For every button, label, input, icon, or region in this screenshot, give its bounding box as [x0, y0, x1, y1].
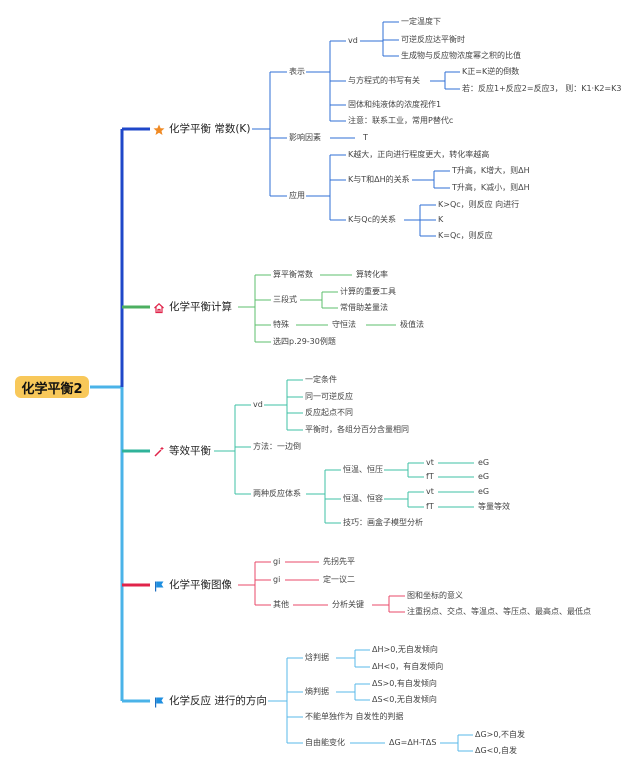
node-gi-1[interactable]: gi [273, 557, 281, 566]
node-ds-negative[interactable]: ΔS<0,无自发倾向 [372, 695, 437, 704]
node-same-percentage[interactable]: 平衡时，各组分百分含量相同 [305, 425, 409, 434]
node-dh-negative[interactable]: ΔH<0，有自发倾向 [372, 662, 444, 671]
node-application[interactable]: 应用 [289, 191, 305, 200]
node-different-start[interactable]: 反应起点不同 [305, 408, 353, 417]
node-dg-positive[interactable]: ΔG>0,不自发 [475, 730, 526, 739]
node-calc-k[interactable]: 算平衡常数 [273, 270, 313, 279]
node-ft-1[interactable]: fT [426, 472, 434, 481]
node-conservation[interactable]: 守恒法 [332, 320, 356, 329]
branch-reaction-direction[interactable]: 化学反应 进行的方向 [169, 695, 267, 707]
node-important-tool[interactable]: 计算的重要工具 [340, 287, 396, 296]
branch-equilibrium-constant[interactable]: 化学平衡 常数(K) [169, 123, 251, 135]
node-key-points[interactable]: 注重拐点、交点、等温点、等压点、最高点、最低点 [407, 607, 591, 616]
node-vt-2[interactable]: vt [426, 487, 434, 496]
node-t-up-k-down[interactable]: T升高，K减小，则ΔH [452, 183, 530, 192]
node-eg-3[interactable]: eG [478, 487, 490, 496]
node-two-systems[interactable]: 两种反应体系 [253, 489, 301, 498]
star-icon [153, 124, 165, 135]
node-vd-3[interactable]: 生成物与反应物浓度幂之积的比值 [401, 51, 521, 60]
node-k-t-dh[interactable]: K与T和ΔH的关系 [348, 175, 410, 184]
node-dh-positive[interactable]: ΔH>0,无自发倾向 [372, 645, 438, 654]
node-solid-liquid[interactable]: 固体和纯液体的浓度视作1 [348, 100, 442, 109]
node-conversion-rate[interactable]: 算转化率 [356, 270, 388, 279]
node-vd-2[interactable]: 可逆反应达平衡时 [401, 35, 465, 44]
node-vd[interactable]: vd [348, 36, 358, 45]
node-k-reciprocal[interactable]: K正=K逆的倒数 [462, 67, 520, 76]
node-extreme-value[interactable]: 极值法 [400, 320, 424, 329]
branch-equilibrium-calculation[interactable]: 化学平衡计算 [169, 301, 232, 313]
node-k-eq-qc[interactable]: K=Qc，则反应 [438, 231, 493, 240]
node-influencing-factors[interactable]: 影响因素 [289, 133, 321, 142]
node-special[interactable]: 特殊 [273, 320, 289, 329]
node-ds-positive[interactable]: ΔS>0,有自发倾向 [372, 679, 437, 688]
node-method[interactable]: 方法：一边倒 [253, 442, 301, 451]
node-three-step[interactable]: 三段式 [273, 295, 297, 304]
node-axis-meaning[interactable]: 图和坐标的意义 [407, 591, 463, 600]
node-dg-negative[interactable]: ΔG<0,自发 [475, 746, 518, 755]
node-entropy-criterion[interactable]: 熵判据 [305, 687, 329, 696]
node-k-gt-qc[interactable]: K>Qc，则反应 向进行 [438, 200, 520, 209]
node-dg-formula[interactable]: ΔG=ΔH-TΔS [389, 738, 437, 747]
node-vd[interactable]: vd [253, 400, 263, 409]
node-vd-1[interactable]: 一定温度下 [401, 17, 441, 26]
node-k-qc[interactable]: K与Qc的关系 [348, 215, 396, 224]
node-other[interactable]: 其他 [273, 600, 289, 609]
node-k-lt-qc[interactable]: K [438, 215, 444, 224]
root-node[interactable]: 化学平衡2 [15, 376, 89, 398]
node-eg-1[interactable]: eG [478, 458, 490, 467]
node-k-larger[interactable]: K越大，正向进行程度更大，转化率越高 [348, 150, 490, 159]
node-not-alone[interactable]: 不能单独作为 自发性的判据 [305, 712, 404, 721]
node-fixed-conditions[interactable]: 一定条件 [305, 375, 337, 384]
node-note-pressure[interactable]: 注意：联系工业，常用P替代c [348, 116, 454, 125]
node-equation-related[interactable]: 与方程式的书写有关 [348, 76, 420, 85]
branch-equivalent-equilibrium[interactable]: 等效平衡 [169, 445, 211, 457]
node-gi-2[interactable]: gi [273, 575, 281, 584]
node-const-t-v[interactable]: 恒温、恒容 [343, 494, 383, 503]
node-eg-2[interactable]: eG [478, 472, 490, 481]
node-first-turn[interactable]: 先拐先平 [323, 557, 355, 566]
node-free-energy[interactable]: 自由能变化 [305, 738, 345, 747]
node-examples[interactable]: 选四p.29-30例题 [273, 337, 336, 346]
flag-icon [155, 581, 164, 592]
node-const-t-p[interactable]: 恒温、恒压 [343, 465, 383, 474]
root-label: 化学平衡2 [21, 381, 83, 397]
node-enthalpy-criterion[interactable]: 焓判据 [305, 653, 329, 662]
node-ft-2[interactable]: fT [426, 502, 434, 511]
flag-icon [155, 697, 164, 708]
node-box-model[interactable]: 技巧：画盒子模型分析 [343, 518, 423, 527]
node-t-up-k-up[interactable]: T升高，K增大，则ΔH [452, 166, 530, 175]
node-same-reaction[interactable]: 同一可逆反应 [305, 392, 353, 401]
node-k-product[interactable]: 若：反应1+反应2=反应3， 则：K1·K2=K3 [462, 84, 622, 93]
node-equal-amount[interactable]: 等量等效 [478, 502, 510, 511]
node-vt-1[interactable]: vt [426, 458, 434, 467]
node-fix-one[interactable]: 定一议二 [323, 575, 355, 584]
node-analysis-key[interactable]: 分析关键 [332, 600, 364, 609]
node-temperature[interactable]: T [363, 133, 368, 142]
home-icon [154, 302, 164, 314]
node-representation[interactable]: 表示 [289, 67, 305, 76]
node-difference-method[interactable]: 常借助差量法 [340, 303, 388, 312]
magic-wand-icon [154, 447, 164, 457]
branch-equilibrium-graphs[interactable]: 化学平衡图像 [169, 579, 232, 591]
